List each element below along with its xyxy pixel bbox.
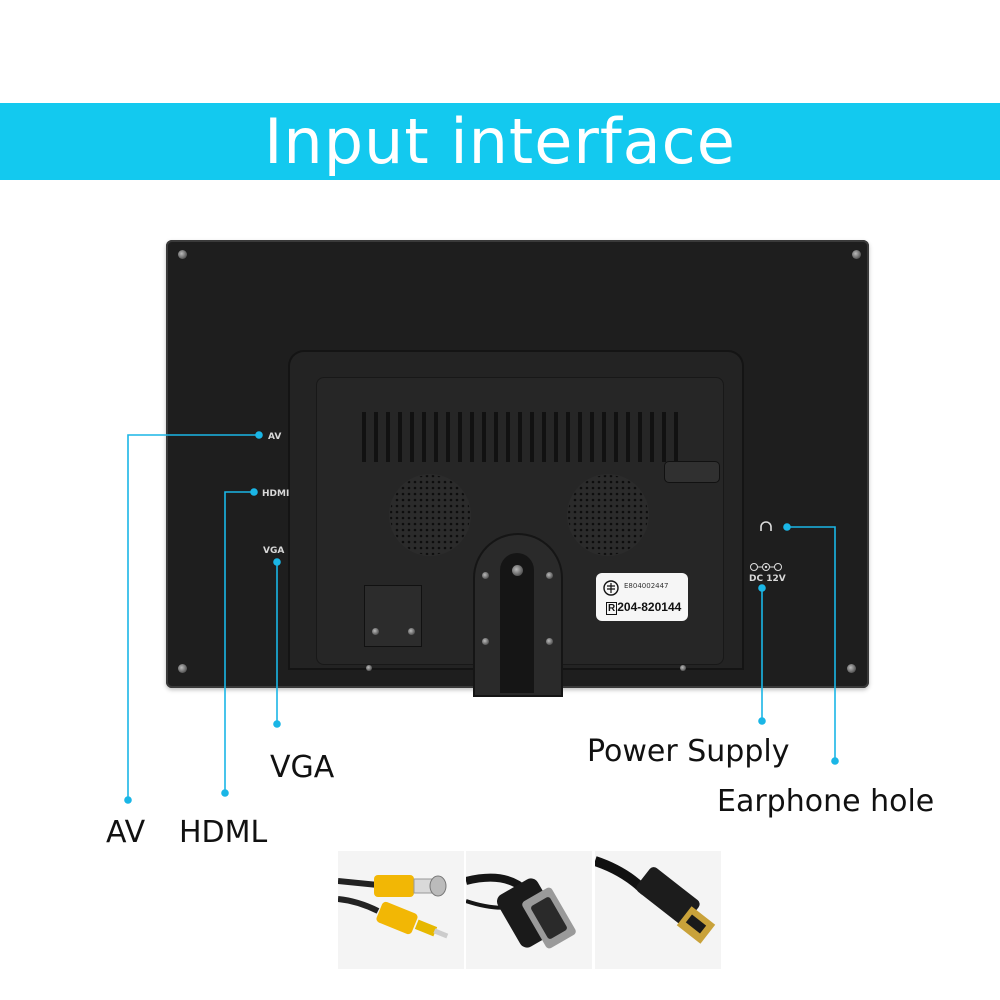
bracket-slot [500, 553, 534, 693]
label-hdml: HDML [179, 815, 268, 850]
label-earphone-hole: Earphone hole [717, 784, 935, 819]
certification-mark-icon [603, 580, 619, 596]
port-label-hdmi: HDMI [262, 489, 290, 499]
screw-icon [546, 638, 553, 645]
rca-cable-icon [338, 875, 449, 939]
screw-icon [372, 628, 379, 635]
rca-cable-image [338, 851, 464, 969]
sticker-code-small: E804002447 [624, 582, 669, 590]
vga-cable-image [466, 851, 592, 969]
screw-icon [546, 572, 553, 579]
port-cover [364, 585, 422, 647]
screw-icon [178, 250, 187, 259]
knob-icon [512, 565, 523, 576]
sticker-code-number: 204-820144 [617, 600, 682, 614]
port-label-av: AV [268, 432, 282, 442]
hdmi-cable-image [595, 851, 721, 969]
screw-icon [852, 250, 861, 259]
screw-icon [482, 638, 489, 645]
speaker-grille-right [567, 474, 649, 556]
label-power-supply: Power Supply [587, 734, 790, 769]
label-av: AV [106, 815, 146, 850]
label-vga: VGA [270, 750, 335, 785]
side-tab [665, 462, 719, 482]
headphone-icon [760, 521, 772, 531]
hdmi-cable-icon [595, 856, 716, 944]
port-label-dc: DC 12V [749, 574, 786, 584]
screw-icon [847, 664, 856, 673]
screw-icon [408, 628, 415, 635]
title-banner: Input interface [0, 103, 1000, 180]
vga-cable-icon [466, 873, 576, 949]
vent-grille [362, 412, 678, 462]
registration-mark: R [606, 602, 618, 615]
screw-icon [482, 572, 489, 579]
screw-icon [366, 665, 372, 671]
port-label-vga: VGA [263, 546, 285, 556]
page-title: Input interface [264, 105, 736, 178]
screw-icon [178, 664, 187, 673]
speaker-grille-left [389, 474, 471, 556]
screw-icon [680, 665, 686, 671]
dc-polarity-icon [750, 563, 782, 571]
